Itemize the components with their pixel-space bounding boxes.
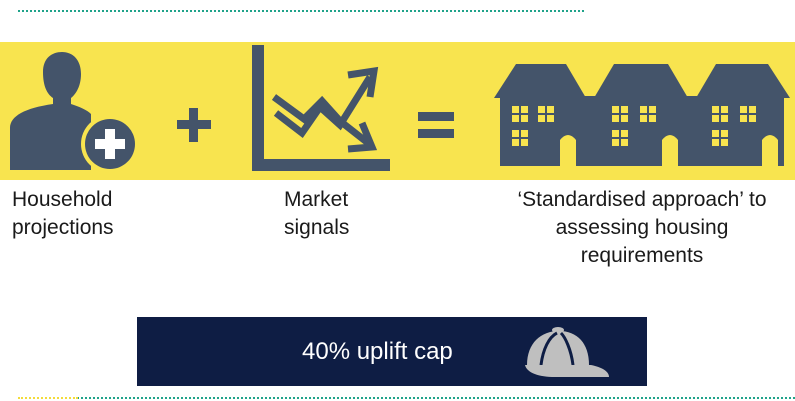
market-signals-label: Market signals <box>284 186 349 242</box>
top-dotted-rule <box>18 10 584 12</box>
bottom-dotted-rule <box>18 397 795 399</box>
market-label-line-2: signals <box>284 216 350 239</box>
person-plus-icon <box>10 52 139 173</box>
household-label-line-2: projections <box>12 216 114 239</box>
household-projections-label: Household projections <box>12 186 114 242</box>
market-label-line-1: Market <box>284 188 349 211</box>
approach-label-line-1: ‘Standardised approach’ to <box>517 188 767 211</box>
plus-icon <box>177 108 211 142</box>
terraced-houses-icon <box>494 64 790 166</box>
uplift-cap-banner: 40% uplift cap <box>137 317 647 386</box>
standardised-approach-label: ‘Standardised approach’ to assessing hou… <box>492 186 792 270</box>
baseball-cap-icon <box>525 327 609 377</box>
approach-label-line-2: assessing housing <box>555 216 729 239</box>
equals-icon <box>418 112 454 138</box>
bottom-dotted-accent <box>18 397 78 399</box>
uplift-cap-text: 40% uplift cap <box>302 338 453 365</box>
approach-label-line-3: requirements <box>580 244 704 267</box>
household-label-line-1: Household <box>12 188 113 211</box>
trend-chart-icon <box>252 45 390 171</box>
